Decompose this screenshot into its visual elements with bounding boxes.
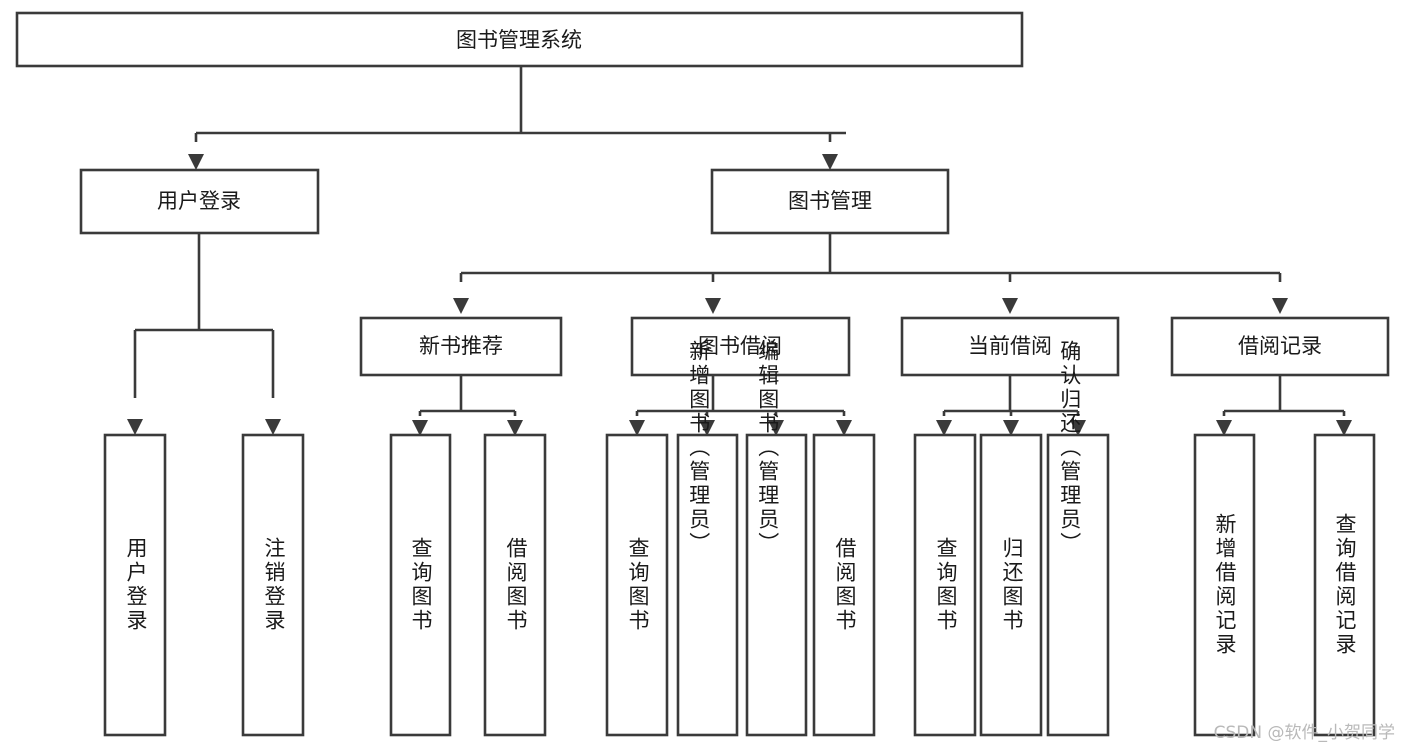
node-leaf-edit-book-label: 编辑图书（管理员） [756,340,780,556]
node-current-borrow-label: 当前借阅 [968,334,1052,358]
node-root-label: 图书管理系统 [456,28,582,52]
node-leaf-confirm-return-label: 确认归还（管理员） [1058,340,1082,556]
node-leaf-borrow-book-2-label: 借阅图书 [833,537,857,633]
node-leaf-logout-login[interactable]: 注销登录 [241,433,305,737]
node-leaf-user-login-label: 用户登录 [124,537,148,633]
node-leaf-return-book[interactable]: 归还图书 [979,433,1043,737]
node-user-login[interactable]: 用户登录 [79,168,320,235]
node-leaf-query-book-1[interactable]: 查询图书 [389,433,452,737]
node-leaf-add-record-label: 新增借阅记录 [1213,513,1237,657]
node-new-book-recommend-label: 新书推荐 [419,334,503,358]
node-leaf-query-book-1-label: 查询图书 [409,537,433,633]
node-book-borrow[interactable]: 图书借阅 [630,316,851,377]
node-leaf-logout-login-label: 注销登录 [262,537,286,633]
node-leaf-edit-book[interactable]: 编辑图书（管理员） [745,340,808,737]
node-leaf-query-book-3-label: 查询图书 [934,537,958,633]
node-leaf-query-book-2-label: 查询图书 [626,537,650,633]
node-leaf-query-book-3[interactable]: 查询图书 [913,433,977,737]
node-root[interactable]: 图书管理系统 [15,11,1024,68]
node-book-borrow-label: 图书借阅 [698,334,782,358]
node-borrow-record-label: 借阅记录 [1238,334,1322,358]
node-leaf-add-record[interactable]: 新增借阅记录 [1193,433,1256,737]
node-book-management[interactable]: 图书管理 [710,168,950,235]
connector-root-to-level1 [188,66,846,170]
node-leaf-return-book-label: 归还图书 [1000,537,1024,633]
node-leaf-add-book-label: 新增图书（管理员） [687,340,711,556]
connector-userlogin-to-leaves [127,233,281,435]
node-leaf-query-record-label: 查询借阅记录 [1333,513,1357,657]
node-leaf-user-login[interactable]: 用户登录 [103,433,167,737]
node-borrow-record[interactable]: 借阅记录 [1170,316,1390,377]
connector-currentborrow-to-leaves [936,375,1086,436]
connector-newbook-to-leaves [412,375,523,436]
node-leaf-add-book[interactable]: 新增图书（管理员） [676,340,739,737]
node-leaf-query-record[interactable]: 查询借阅记录 [1313,433,1376,737]
node-user-login-label: 用户登录 [157,189,241,213]
connector-bookmgmt-to-level2 [453,233,1288,314]
node-leaf-borrow-book-2[interactable]: 借阅图书 [812,433,876,737]
node-current-borrow[interactable]: 当前借阅 [900,316,1120,377]
node-new-book-recommend[interactable]: 新书推荐 [359,316,563,377]
node-book-management-label: 图书管理 [788,189,872,213]
connector-bookborrow-to-leaves [629,375,852,436]
connector-borrowrecord-to-leaves [1216,375,1352,436]
node-leaf-borrow-book-1-label: 借阅图书 [504,537,528,633]
node-leaf-query-book-2[interactable]: 查询图书 [605,433,669,737]
node-leaf-confirm-return[interactable]: 确认归还（管理员） [1046,340,1110,737]
node-leaf-borrow-book-1[interactable]: 借阅图书 [483,433,547,737]
